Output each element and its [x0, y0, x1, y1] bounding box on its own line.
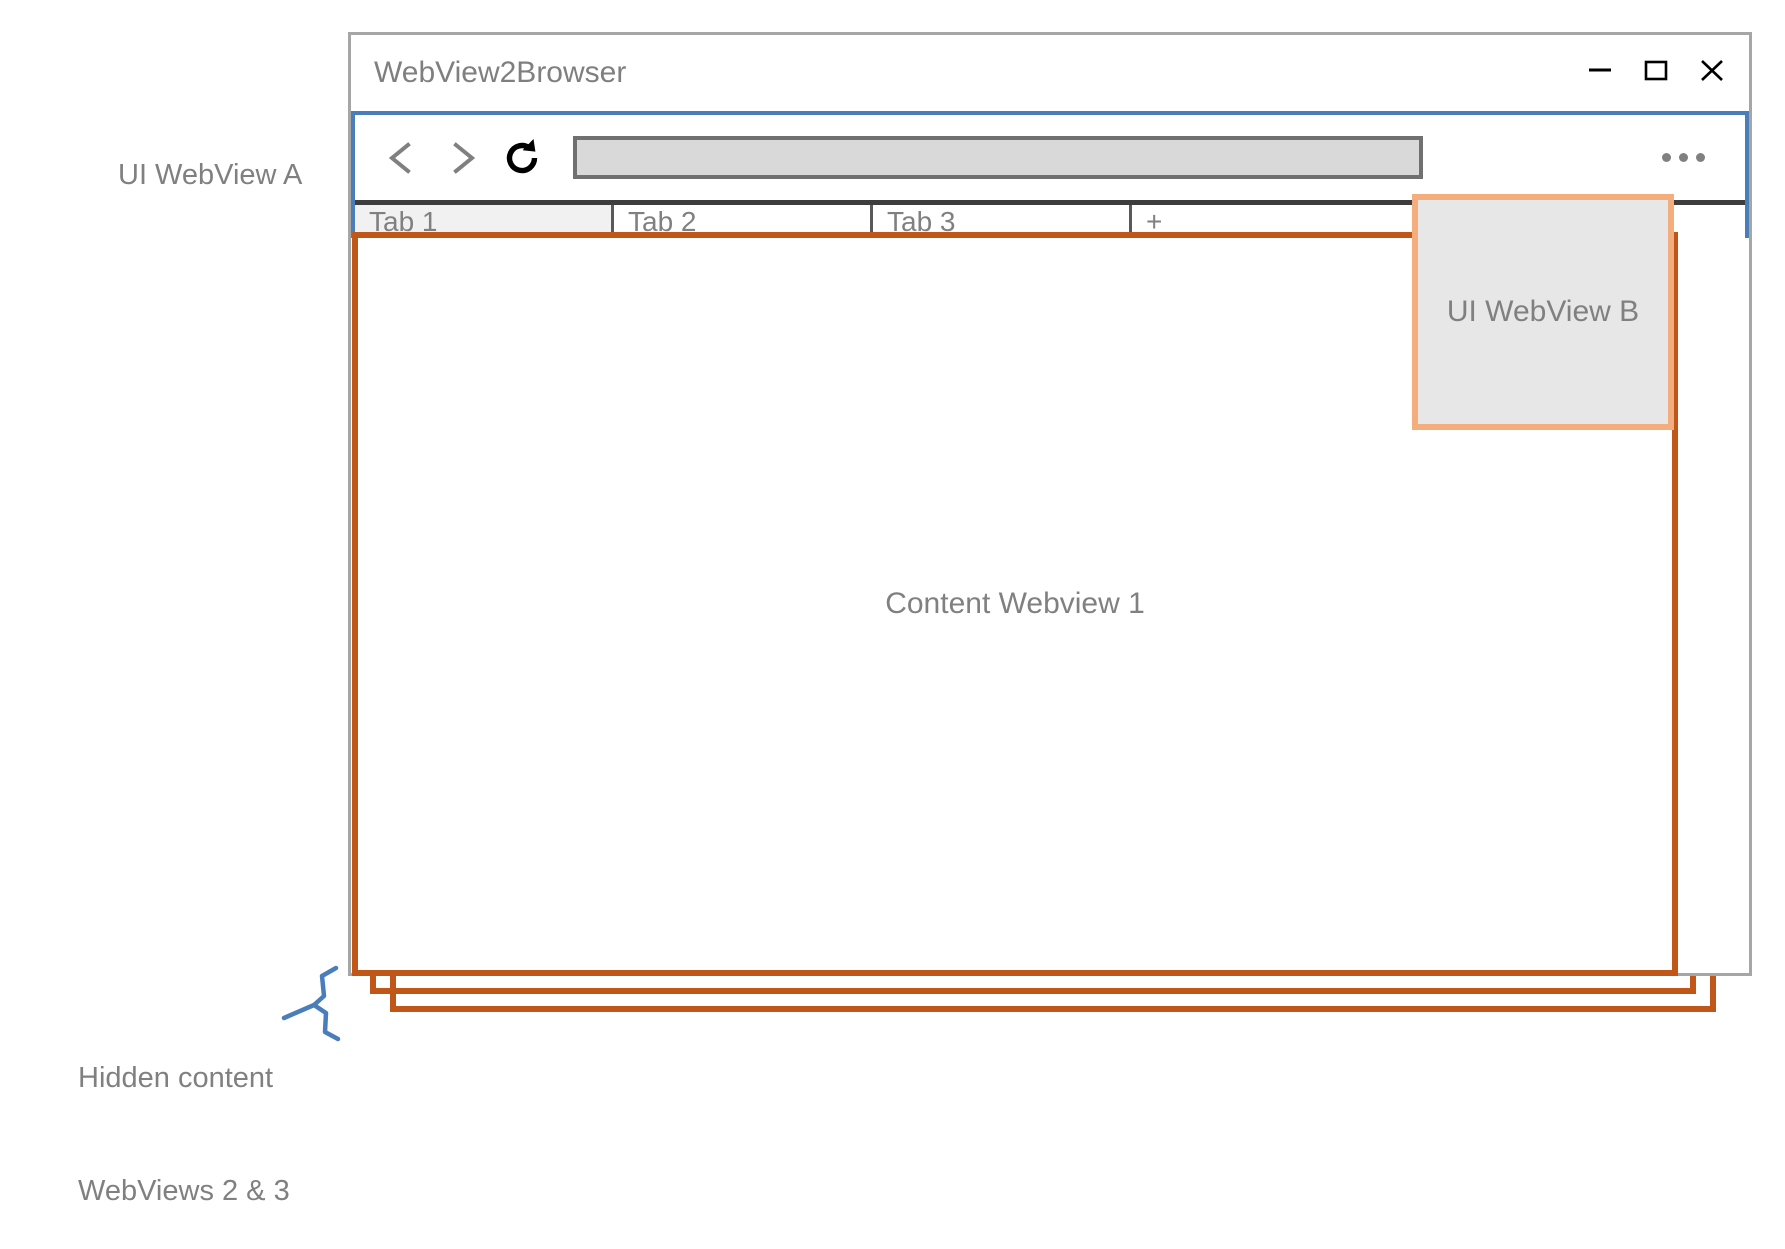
title-bar: WebView2Browser: [351, 35, 1749, 111]
browser-toolbar: [355, 115, 1745, 200]
chevron-right-icon: [453, 141, 476, 174]
annotation-ui-webview-a: UI WebView A: [118, 159, 303, 191]
close-icon[interactable]: [1697, 55, 1727, 85]
page-title: WebView2Browser: [374, 56, 627, 89]
content-webview-1-label: Content Webview 1: [885, 587, 1145, 620]
chevron-left-icon: [388, 141, 411, 174]
tab-1-label: Tab 1: [369, 205, 438, 237]
address-input[interactable]: [573, 136, 1423, 179]
tab-1[interactable]: Tab 1: [355, 205, 614, 238]
ui-webview-b-panel: UI WebView B: [1412, 194, 1674, 430]
back-button[interactable]: [379, 135, 425, 181]
ellipsis-icon[interactable]: [1662, 153, 1705, 162]
annotation-hidden-content-line2: WebViews 2 & 3: [78, 1175, 290, 1208]
maximize-icon[interactable]: [1641, 55, 1671, 85]
annotation-hidden-content-webviews: Hidden content WebViews 2 & 3: [78, 985, 290, 1249]
ui-webview-b-label: UI WebView B: [1446, 295, 1640, 328]
curly-brace-icon: [281, 965, 341, 1042]
tab-2-label: Tab 2: [628, 205, 697, 237]
refresh-button[interactable]: [499, 135, 545, 181]
new-tab-label: +: [1146, 205, 1163, 237]
tab-3-label: Tab 3: [887, 205, 956, 237]
window-controls: [1585, 55, 1727, 85]
annotation-hidden-content-line1: Hidden content: [78, 1062, 274, 1095]
refresh-icon: [506, 138, 538, 173]
minimize-icon[interactable]: [1585, 55, 1615, 85]
forward-button[interactable]: [439, 135, 485, 181]
